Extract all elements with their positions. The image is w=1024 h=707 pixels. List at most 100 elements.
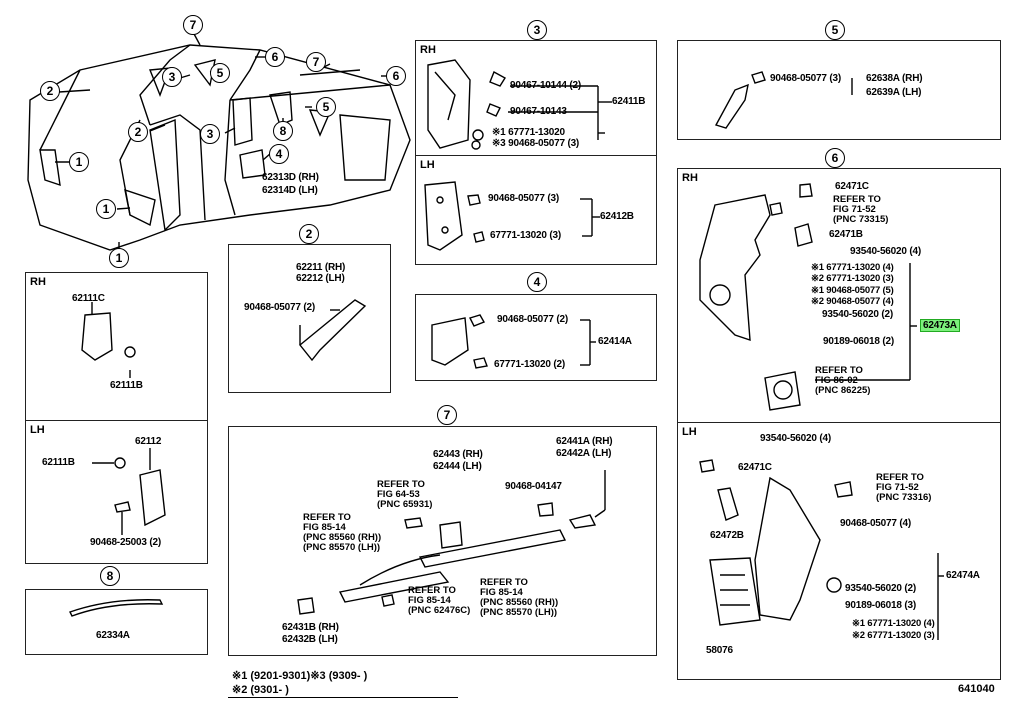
part-67771-13020[interactable]: 67771-13020 (3) (490, 230, 561, 241)
section-6-box (677, 168, 1001, 680)
part-62441a[interactable]: 62441A (RH) (556, 436, 613, 447)
callout-2b[interactable]: 2 (128, 122, 148, 142)
part-90468-05077[interactable]: ※1 90468-05077 (5) (811, 285, 894, 296)
part-62334a[interactable]: 62334A (96, 630, 130, 641)
part-90468-25003[interactable]: 90468-25003 (2) (90, 537, 161, 548)
part-67771-13020[interactable]: ※2 67771-13020 (3) (811, 273, 894, 284)
assembly-62474a[interactable]: 62474A (946, 570, 980, 581)
callout-3[interactable]: 3 (162, 67, 182, 87)
reference-note: REFER TO FIG 71-52 (PNC 73316) (876, 472, 932, 503)
rh-tag: RH (420, 44, 436, 56)
lh-tag: LH (420, 159, 435, 171)
part-58076[interactable]: 58076 (706, 645, 733, 656)
part-90189-06018[interactable]: 90189-06018 (2) (823, 336, 894, 347)
rh-tag: RH (30, 276, 46, 288)
part-67771-13020[interactable]: ※1 67771-13020 (4) (811, 262, 894, 273)
section-callout-2[interactable]: 2 (299, 224, 319, 244)
callout-6b[interactable]: 6 (386, 66, 406, 86)
section-3-divider (415, 155, 657, 156)
footnote-rule (228, 697, 458, 698)
part-67771-13020[interactable]: ※1 67771-13020 (4) (852, 618, 935, 629)
callout-5b[interactable]: 5 (316, 97, 336, 117)
part-62638a[interactable]: 62638A (RH) (866, 73, 923, 84)
part-62471b[interactable]: 62471B (829, 229, 863, 240)
rh-tag: RH (682, 172, 698, 184)
part-62471c[interactable]: 62471C (835, 181, 869, 192)
assembly-62414a[interactable]: 62414A (598, 336, 632, 347)
assembly-62412b[interactable]: 62412B (600, 211, 634, 222)
part-62111b[interactable]: 62111B (42, 457, 75, 468)
part-62313d[interactable]: 62313D (RH) (262, 172, 319, 183)
assembly-62473a-highlighted[interactable]: 62473A (920, 319, 960, 332)
reference-note: REFER TO FIG 86-02 (PNC 86225) (815, 365, 871, 396)
part-62314d[interactable]: 62314D (LH) (262, 185, 318, 196)
part-62639a[interactable]: 62639A (LH) (866, 87, 922, 98)
part-93540-56020[interactable]: 93540-56020 (4) (850, 246, 921, 257)
part-90189-06018[interactable]: 90189-06018 (3) (845, 600, 916, 611)
part-62432b[interactable]: 62432B (LH) (282, 634, 338, 645)
part-93540-56020[interactable]: 93540-56020 (4) (760, 433, 831, 444)
section-3-box (415, 40, 657, 265)
part-93540-56020[interactable]: 93540-56020 (2) (845, 583, 916, 594)
callout-1b[interactable]: 1 (96, 199, 116, 219)
figure-number: 641040 (958, 683, 995, 695)
reference-note: REFER TO FIG 64-53 (PNC 65931) (377, 479, 433, 510)
callout-3b[interactable]: 3 (200, 124, 220, 144)
section-7-box (228, 426, 657, 656)
callout-8[interactable]: 8 (273, 121, 293, 141)
lh-tag: LH (682, 426, 697, 438)
part-90468-05077[interactable]: ※2 90468-05077 (4) (811, 296, 894, 307)
section-8-box (25, 589, 208, 655)
part-62444[interactable]: 62444 (LH) (433, 461, 482, 472)
callout-6[interactable]: 6 (265, 47, 285, 67)
section-5-box (677, 40, 1001, 140)
part-67771-13020[interactable]: ※2 67771-13020 (3) (852, 630, 935, 641)
reference-note: REFER TO FIG 85-14 (PNC 85560 (RH)) (PNC… (480, 577, 559, 618)
part-90468-05077[interactable]: 90468-05077 (2) (497, 314, 568, 325)
assembly-62411b[interactable]: 62411B (612, 96, 646, 107)
part-62212[interactable]: 62212 (LH) (296, 273, 345, 284)
callout-1[interactable]: 1 (69, 152, 89, 172)
section-callout-8[interactable]: 8 (100, 566, 120, 586)
part-62471c[interactable]: 62471C (738, 462, 772, 473)
part-90468-05077[interactable]: 90468-05077 (3) (770, 73, 841, 84)
part-67771-13020[interactable]: ※1 67771-13020 (492, 127, 565, 138)
part-62443[interactable]: 62443 (RH) (433, 449, 483, 460)
part-90467-10143[interactable]: 90467-10143 (510, 106, 567, 117)
part-62111b[interactable]: 62111B (110, 380, 143, 391)
section-4-box (415, 294, 657, 381)
section-callout-3[interactable]: 3 (527, 20, 547, 40)
callout-4[interactable]: 4 (269, 144, 289, 164)
callout-7b[interactable]: 7 (306, 52, 326, 72)
part-90468-05077[interactable]: 90468-05077 (3) (488, 193, 559, 204)
section-callout-5[interactable]: 5 (825, 20, 845, 40)
part-93540-56020[interactable]: 93540-56020 (2) (822, 309, 893, 320)
section-62111-box (25, 272, 208, 564)
part-90468-05077[interactable]: 90468-05077 (2) (244, 302, 315, 313)
part-90468-05077[interactable]: 90468-05077 (4) (840, 518, 911, 529)
part-62431b[interactable]: 62431B (RH) (282, 622, 339, 633)
section-6-divider (677, 422, 1001, 423)
section-callout-6[interactable]: 6 (825, 148, 845, 168)
part-62211[interactable]: 62211 (RH) (296, 262, 346, 273)
part-62111c[interactable]: 62111C (72, 293, 105, 304)
part-90468-05077[interactable]: ※3 90468-05077 (3) (492, 138, 580, 149)
callout-1c[interactable]: 1 (109, 248, 129, 268)
callout-2[interactable]: 2 (40, 81, 60, 101)
footnote-1: ※1 (9201-9301)※3 (9309- ) (232, 670, 368, 682)
part-62112[interactable]: 62112 (135, 436, 162, 447)
section-2-box (228, 244, 391, 393)
part-90468-04147[interactable]: 90468-04147 (505, 481, 562, 492)
part-62472b[interactable]: 62472B (710, 530, 744, 541)
part-90467-10144[interactable]: 90467-10144 (2) (510, 80, 581, 91)
section-callout-4[interactable]: 4 (527, 272, 547, 292)
part-67771-13020[interactable]: 67771-13020 (2) (494, 359, 565, 370)
reference-note: REFER TO FIG 85-14 (PNC 85560 (RH)) (PNC… (303, 512, 382, 553)
part-62442a[interactable]: 62442A (LH) (556, 448, 612, 459)
callout-5[interactable]: 5 (210, 63, 230, 83)
lh-tag: LH (30, 424, 45, 436)
footnote-2: ※2 (9301- ) (232, 684, 289, 696)
section-callout-7[interactable]: 7 (437, 405, 457, 425)
callout-7[interactable]: 7 (183, 15, 203, 35)
section-62111-divider (25, 420, 208, 421)
